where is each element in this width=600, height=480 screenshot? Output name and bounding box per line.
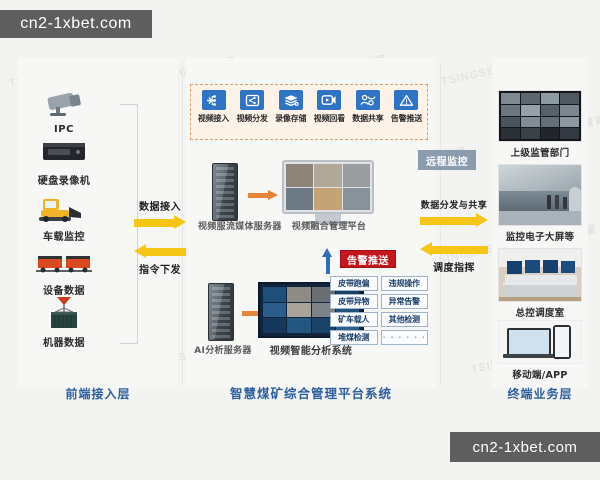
monitor-base [305, 221, 351, 224]
mine-cart-icon [27, 244, 101, 280]
video-distribute-icon [240, 90, 265, 110]
mobile-app-icon [498, 320, 582, 364]
feature-label: 视频接入 [197, 114, 230, 123]
terminal-label: 移动端/APP [512, 370, 568, 381]
feature-label: 视频分发 [236, 114, 268, 123]
terminal-business-column: 上级监管部门 监控电子大屏等 [492, 58, 588, 388]
detection-tag[interactable]: 皮带异物 [330, 294, 378, 309]
arrow-label: 调度指挥 [433, 263, 475, 274]
yellow-arrow-left [420, 242, 488, 257]
orange-arrow-to-platform [248, 190, 278, 201]
ip-camera-icon [27, 86, 101, 122]
nvr-recorder-icon [27, 134, 101, 170]
detection-tag[interactable]: 异常告警 [380, 294, 428, 309]
alarm-push-badge[interactable]: 告警推送 [340, 250, 396, 268]
stream-media-server-icon [212, 163, 238, 221]
feature-label: 录像存储 [275, 114, 307, 123]
detection-tag[interactable]: 矿车载人 [330, 312, 378, 327]
yellow-arrow-right [134, 215, 186, 230]
ai-system-label: 视频智能分析系统 [269, 346, 353, 357]
control-room-icon [498, 248, 582, 302]
terminal-label: 总控调度室 [515, 308, 565, 319]
platform-system-title: 智慧煤矿综合管理平台系统 [229, 386, 392, 401]
alarm-up-arrow [322, 248, 333, 274]
data-share-icon [355, 90, 380, 110]
terminal-layer-title: 终端业务层 [507, 387, 573, 401]
fusion-platform-label: 视频融合管理平台 [291, 222, 367, 232]
yellow-arrow-right [420, 213, 488, 228]
remote-monitoring-badge[interactable]: 远程监控 [418, 150, 476, 170]
ai-analysis-server-icon [208, 283, 234, 341]
terminal-label: 上级监管部门 [510, 148, 570, 159]
stream-server-label: 视频服流媒体服务器 [198, 222, 282, 232]
monitor-screen [282, 160, 374, 214]
feature-alarm-push[interactable]: 告警推送 [389, 90, 424, 124]
device-label: 机器数据 [43, 338, 85, 349]
monitor-stand [315, 214, 341, 221]
ai-server-label: AI分析服务器 [194, 346, 252, 356]
device-label: 硬盘录像机 [37, 176, 91, 187]
container-machine-icon [27, 296, 101, 332]
vehicle-monitor-icon [27, 190, 101, 226]
record-storage-icon [278, 90, 303, 110]
arrow-label: 指令下发 [139, 265, 181, 276]
feature-video-input[interactable]: 视频接入 [196, 90, 231, 124]
detection-tag-grid: 皮带跑偏 违规操作 皮带异物 异常告警 矿车载人 其他检测 堆煤检测 · · ·… [330, 276, 428, 345]
feature-video-playback[interactable]: 视频回看 [312, 90, 347, 124]
detection-tag[interactable]: 堆煤检测 [330, 330, 378, 345]
feature-record-storage[interactable]: 录像存储 [273, 90, 308, 124]
terminal-control-room[interactable]: 总控调度室 [492, 248, 588, 319]
front-end-layer-title: 前端接入层 [65, 387, 131, 401]
terminal-supervision-department[interactable]: 上级监管部门 [492, 90, 588, 159]
led-big-screen-icon [498, 164, 582, 226]
feature-row-container [190, 84, 428, 140]
arrow-dispatch-command: 调度指挥 [420, 242, 488, 276]
watermark-bottom: cn2-1xbet.com [450, 432, 600, 462]
device-label: IPC [54, 124, 74, 135]
detection-tag[interactable]: 违规操作 [380, 276, 428, 291]
platform-feature-row: 视频接入 视频分发 录像存储 [196, 90, 424, 136]
detection-tag[interactable]: 其他检测 [380, 312, 428, 327]
terminal-led-big-screen[interactable]: 监控电子大屏等 [492, 164, 588, 243]
alarm-push-icon [394, 90, 419, 110]
feature-data-share[interactable]: 数据共享 [350, 90, 385, 124]
feature-label: 数据共享 [352, 114, 384, 123]
detection-tag[interactable]: 皮带跑偏 [330, 276, 378, 291]
device-label: 车载监控 [43, 232, 85, 243]
device-vehicle-monitor[interactable]: 车载监控 [16, 190, 112, 243]
device-equipment-data[interactable]: 设备数据 [16, 244, 112, 297]
video-playback-icon [317, 90, 342, 110]
device-label: 设备数据 [43, 286, 85, 297]
arrow-label: 数据接入 [139, 202, 181, 213]
device-nvr[interactable]: 硬盘录像机 [16, 134, 112, 187]
yellow-arrow-left [134, 244, 186, 259]
device-ipc[interactable]: IPC [16, 86, 112, 135]
watermark-top: cn2-1xbet.com [0, 10, 152, 38]
arrow-label: 数据分发与共享 [420, 201, 488, 211]
arrow-command-dispatch: 指令下发 [134, 244, 186, 278]
device-machine-data[interactable]: 机器数据 [16, 296, 112, 349]
feature-label: 告警推送 [390, 114, 423, 123]
arrow-data-distribution: 数据分发与共享 [420, 196, 488, 228]
terminal-mobile-app[interactable]: 移动端/APP [492, 320, 588, 381]
fusion-platform-monitor[interactable] [282, 160, 374, 224]
feature-video-distribute[interactable]: 视频分发 [235, 90, 270, 124]
video-input-icon [201, 90, 226, 110]
feature-label: 视频回看 [313, 114, 345, 123]
terminal-label: 监控电子大屏等 [505, 232, 575, 243]
arrow-data-access: 数据接入 [134, 196, 186, 230]
supervision-wall-icon [498, 90, 582, 142]
detection-tag-more[interactable]: · · · · · · [380, 330, 428, 345]
